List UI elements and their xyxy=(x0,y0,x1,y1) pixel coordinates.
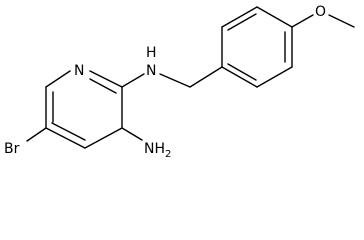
bond-c4-c5-inner xyxy=(51,122,86,141)
bond-b1-b2-inner xyxy=(227,63,257,81)
atom-label-amine-nitrogen: N xyxy=(146,63,156,79)
chemical-structure: N N H Br NH2 O xyxy=(4,4,355,160)
bond-ch2-ring xyxy=(189,66,223,88)
benzene-ring xyxy=(221,6,293,88)
bond-n1-c2-inner xyxy=(89,78,117,94)
bond-ring-o xyxy=(291,14,314,28)
atom-label-bromine: Br xyxy=(4,141,20,157)
bond-c2-nh xyxy=(121,73,145,88)
atom-label-methoxy-oxygen: O xyxy=(315,4,326,20)
atom-label-amino-group: NH2 xyxy=(144,141,171,160)
bond-b1-b2-outer xyxy=(221,66,258,88)
pyridine-ring xyxy=(45,70,123,149)
bond-b2-b3 xyxy=(256,66,293,88)
bond-nh-ch2 xyxy=(159,73,191,88)
bond-c4-c5-outer xyxy=(45,127,86,149)
bond-b4-b5 xyxy=(256,6,293,28)
atom-label-ring-nitrogen: N xyxy=(74,63,84,79)
bond-c5-br xyxy=(26,127,47,142)
bond-c6-n1 xyxy=(45,70,71,88)
bond-o-ch3 xyxy=(328,14,355,28)
atom-label-amino-subscript: 2 xyxy=(165,149,171,160)
bond-c3-nh2 xyxy=(121,127,143,141)
atom-label-amine-hydrogen: H xyxy=(146,45,157,61)
bond-c3-c4 xyxy=(84,127,123,149)
bond-b5-b6-outer xyxy=(221,6,258,28)
bond-b5-b6-inner xyxy=(227,13,257,31)
bond-n1-c2-outer xyxy=(89,70,123,88)
